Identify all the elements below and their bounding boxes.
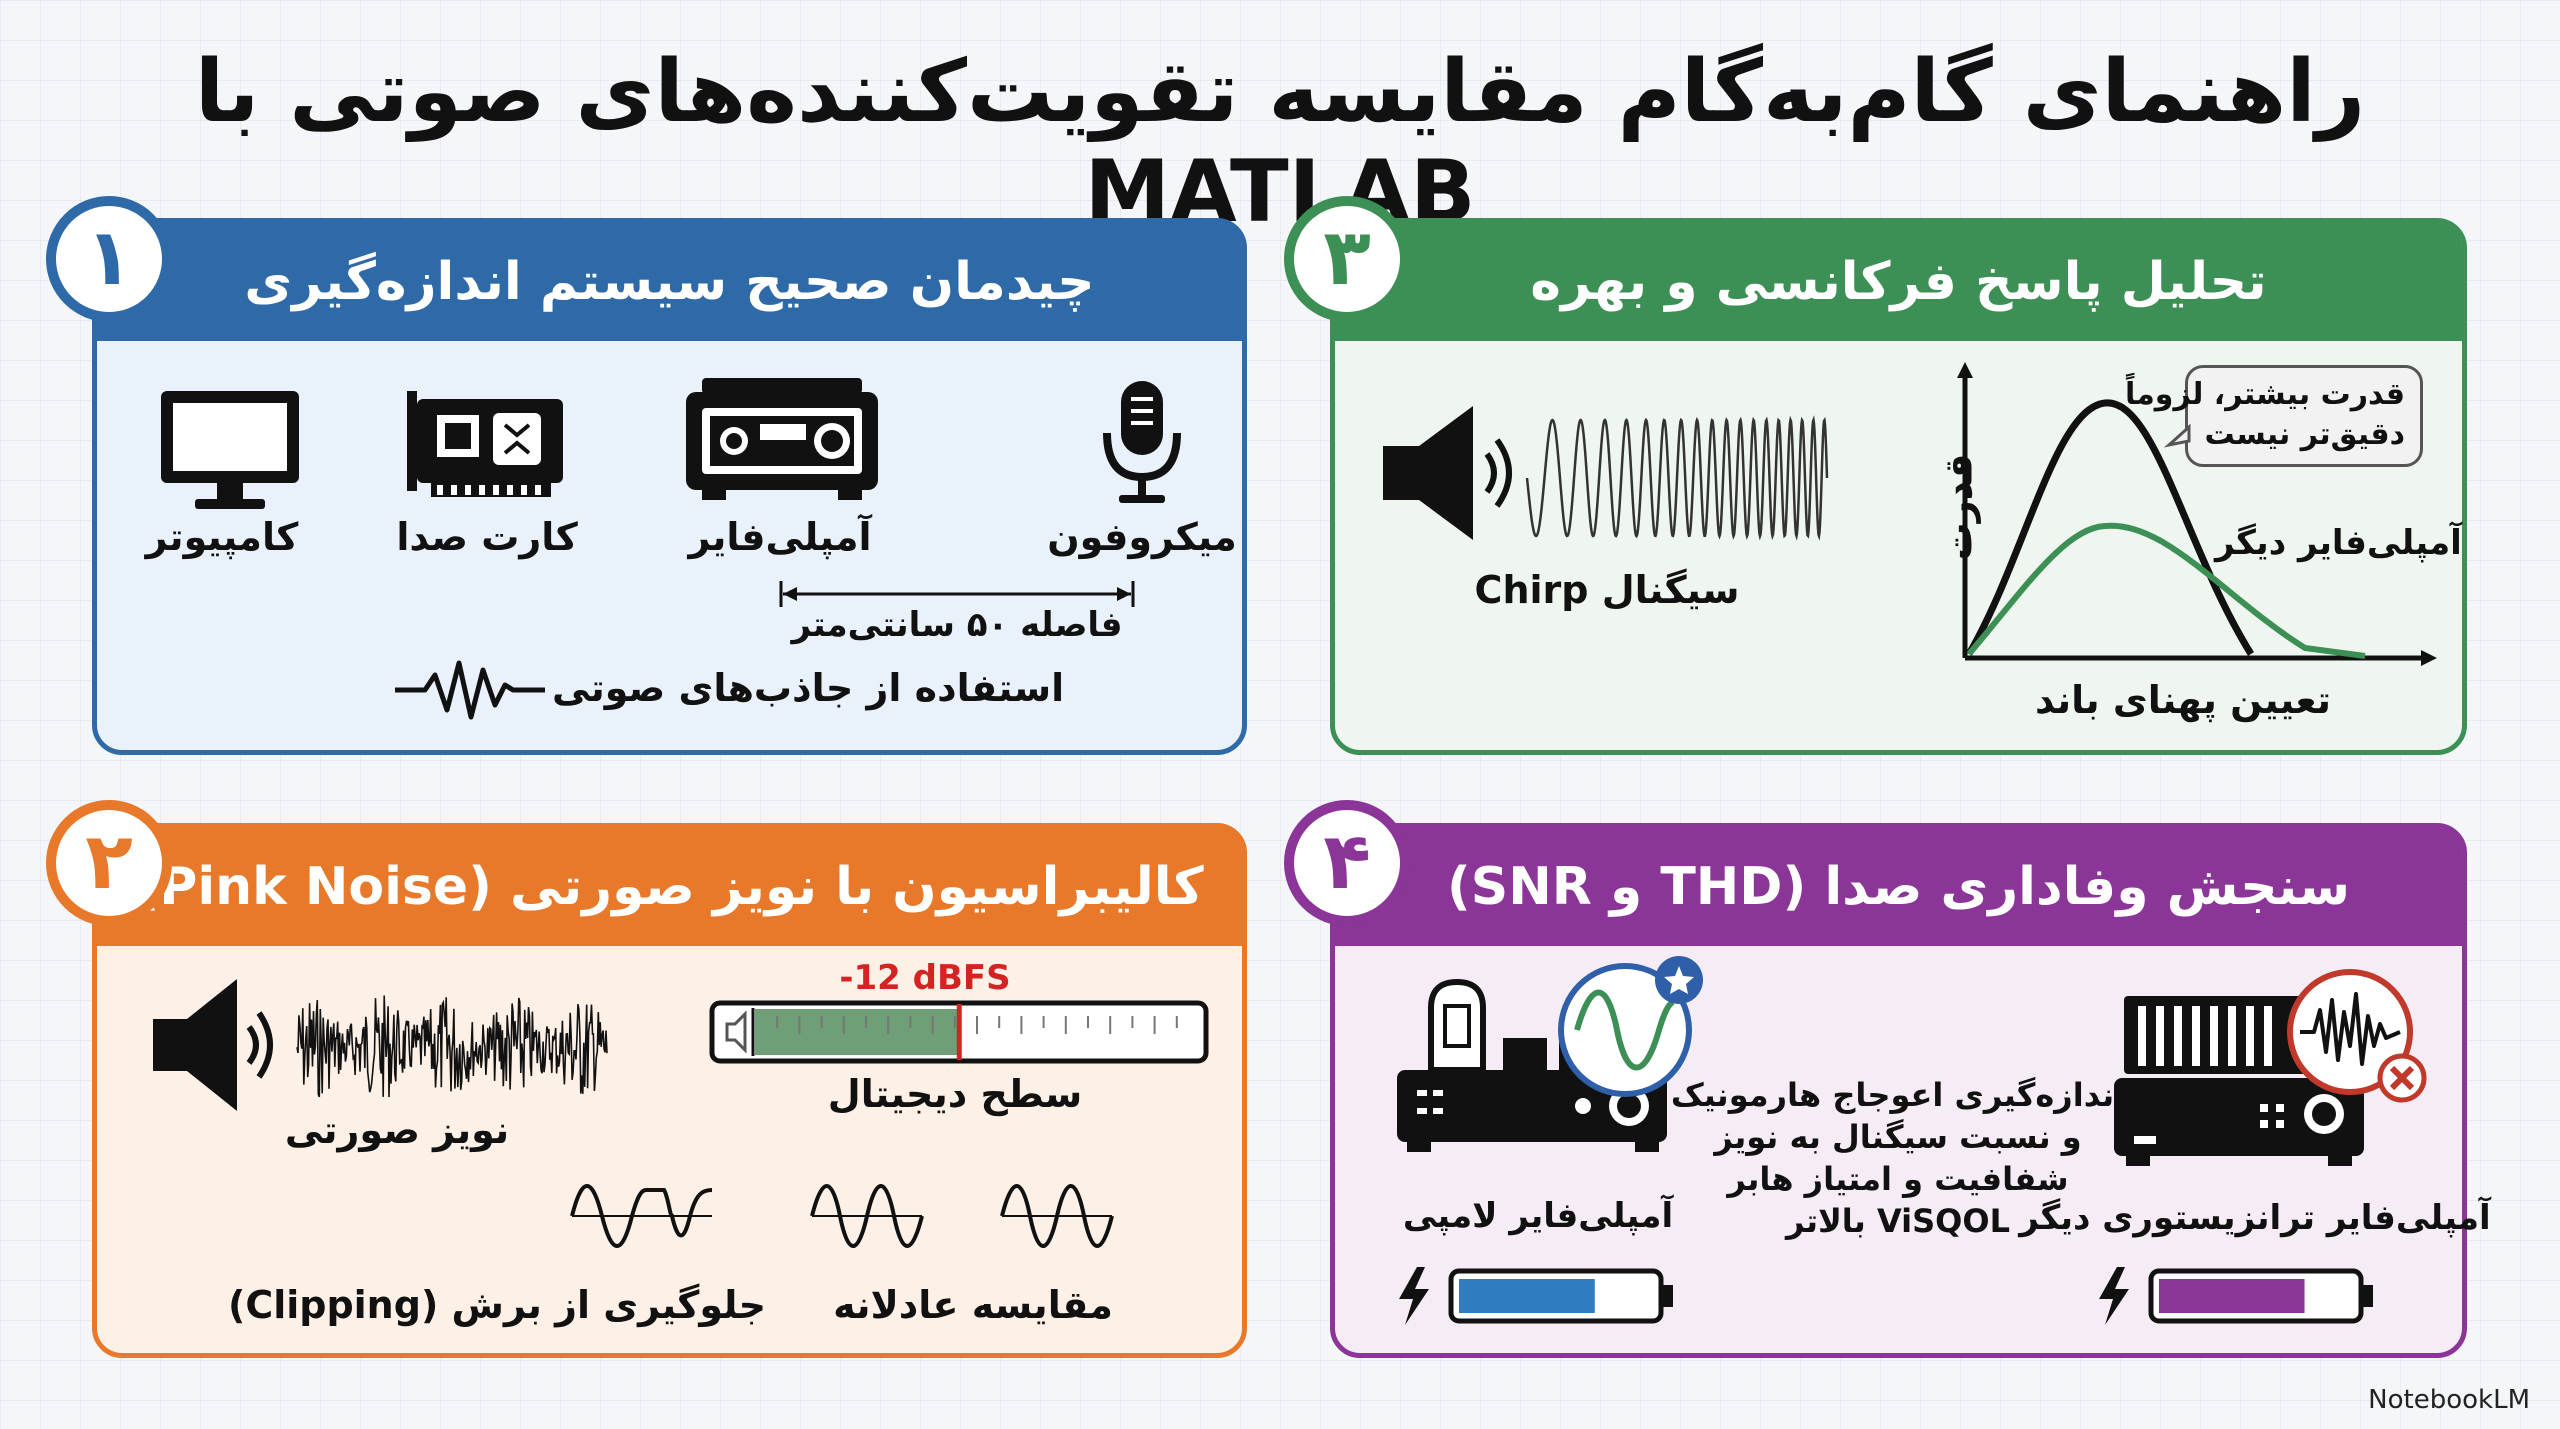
fidelity-desc-line-4: ViSQOL بالاتر <box>1786 1202 2010 1240</box>
sine-wave-icon <box>1000 1184 1114 1248</box>
footer-brand: NotebookLM <box>2368 1385 2530 1415</box>
absorbers-label: استفاده از جاذب‌های صوتی <box>552 666 1065 710</box>
tube-battery-icon <box>1399 1267 1673 1325</box>
distance-arrow-icon <box>779 581 1135 607</box>
computer-icon <box>161 391 299 509</box>
panel-calibration-heading: کالیبراسیون با نویز صورتی (Pink Noise) <box>97 828 1242 946</box>
y-axis-label: قدرت <box>1936 453 1981 561</box>
panel-setup-heading: چیدمان صحیح سیستم اندازه‌گیری <box>97 223 1242 341</box>
level-meter <box>709 1000 1209 1064</box>
microphone-label: میکروفون <box>1047 515 1237 559</box>
amplifier-label: آمپلی‌فایر <box>688 515 872 559</box>
digital-level-label: سطح دیجیتال <box>827 1072 1083 1116</box>
panel-calibration: کالیبراسیون با نویز صورتی (Pink Noise) ن… <box>92 823 1247 1358</box>
transistor-battery-icon <box>2099 1267 2373 1325</box>
panel-frequency-heading: تحلیل پاسخ فرکانسی و بهره <box>1335 223 2462 341</box>
chirp-signal-label: سیگنال Chirp <box>1474 568 1740 612</box>
tube-amp-label: آمپلی‌فایر لامپی <box>1402 1196 1674 1236</box>
fidelity-desc-line-3: شفافیت و امتیاز هابر <box>1727 1160 2069 1198</box>
sine-wave-icon <box>810 1184 924 1248</box>
clipped-wave-icon <box>570 1184 713 1248</box>
panel-frequency: تحلیل پاسخ فرکانسی و بهره سیگنال Chirp ق… <box>1330 218 2467 755</box>
amplifier-icon <box>686 378 878 500</box>
speaker-icon <box>1383 406 1512 540</box>
computer-label: کامپیوتر <box>145 515 299 559</box>
level-value-label: -12 dBFS <box>839 958 1011 998</box>
page-title: راهنمای گام‌به‌گام مقایسه تقویت‌کننده‌ها… <box>194 42 2366 242</box>
callout-bubble <box>2185 365 2423 467</box>
speaker-icon <box>153 979 273 1111</box>
callout-pointer-icon <box>2163 423 2191 448</box>
sound-card-icon <box>407 391 563 497</box>
panel-fidelity: سنجش وفاداری صدا (THD و SNR) آمپلی‌فایر … <box>1330 823 2491 1358</box>
distorted-signal-badge-icon <box>2287 969 2427 1103</box>
step-badge-2: ۲ <box>46 800 172 926</box>
callout-line-1: قدرت بیشتر، لزوماً <box>2124 377 2405 412</box>
fair-comparison-label: مقایسه عادلانه <box>833 1283 1113 1327</box>
absorber-wave-icon <box>395 660 545 720</box>
pink-noise-label: نویز صورتی <box>284 1108 510 1152</box>
frequency-response-graph <box>1957 362 2437 666</box>
panel-fidelity-heading: سنجش وفاداری صدا (THD و SNR) <box>1335 828 2462 946</box>
clean-sine-badge-icon <box>1558 956 1703 1097</box>
step-badge-3: ۳ <box>1284 196 1410 322</box>
clipping-label: جلوگیری از برش (Clipping) <box>227 1283 767 1327</box>
distance-label: فاصله ۵۰ سانتی‌متر <box>791 605 1123 645</box>
callout-line-2: دقیق‌تر نیست <box>2204 417 2406 452</box>
x-axis-label: تعیین پهنای باند <box>2034 678 2332 722</box>
fidelity-desc-line-1: اندازه‌گیری اعوجاج هارمونیک <box>1670 1076 2126 1114</box>
other-amp-label: آمپلی‌فایر دیگر <box>2215 523 2462 563</box>
pink-noise-waveform-icon <box>296 995 608 1098</box>
chirp-waveform-icon <box>1525 415 1829 541</box>
transistor-amp-label: آمپلی‌فایر ترانزیستوری دیگر <box>2019 1198 2491 1238</box>
panel-setup: چیدمان صحیح سیستم اندازه‌گیری کامپیوتر ک… <box>92 218 1247 755</box>
microphone-icon <box>1103 381 1181 503</box>
step-badge-1: ۱ <box>46 196 172 322</box>
step-badge-4: ۴ <box>1284 800 1410 926</box>
fidelity-desc-line-2: و نسبت سیگنال به نویز <box>1714 1118 2082 1156</box>
sound-card-label: کارت صدا <box>396 515 578 559</box>
